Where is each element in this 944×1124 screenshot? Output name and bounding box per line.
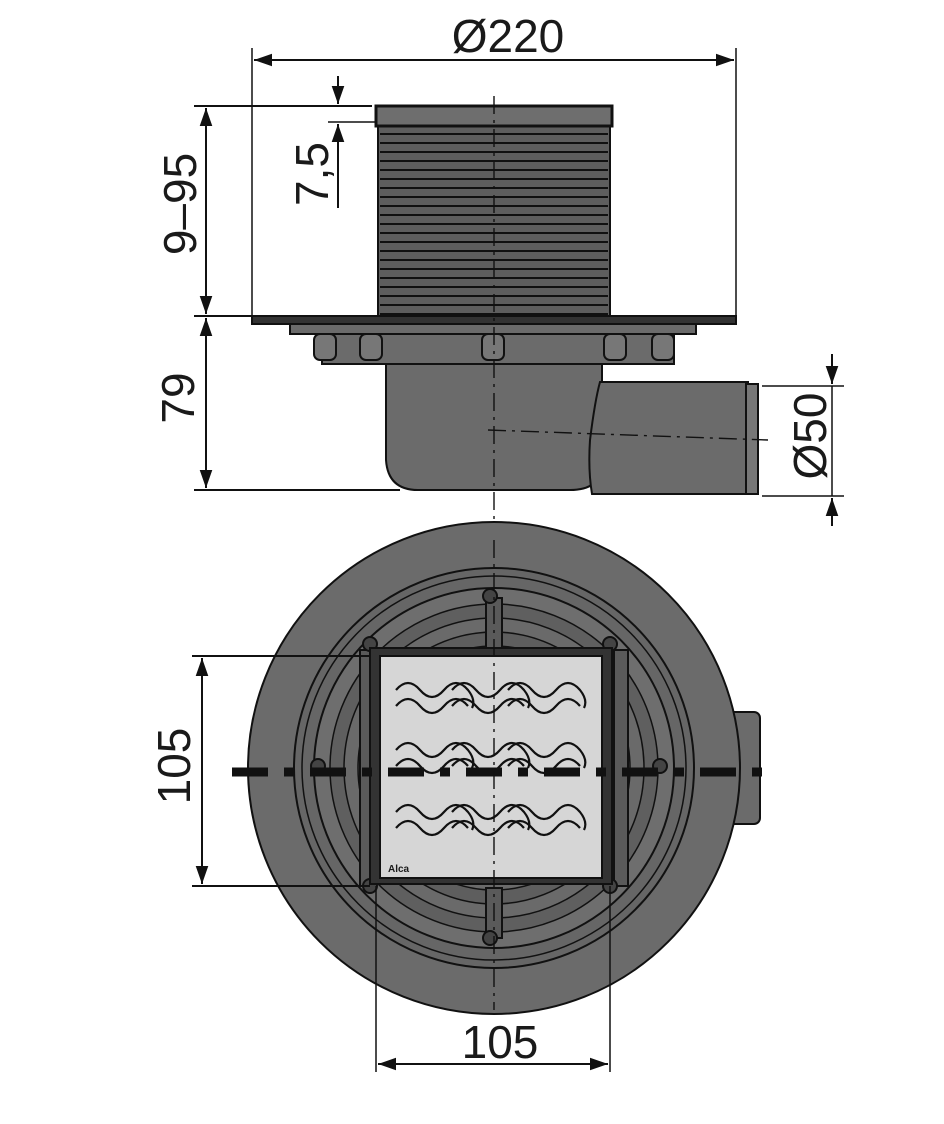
dimension-grate-width: 105 xyxy=(375,886,611,1072)
grate-wave xyxy=(395,681,475,715)
label-overall-diameter: Ø220 xyxy=(452,10,565,62)
dimension-body-height: 79 xyxy=(152,318,400,491)
top-view: Alca xyxy=(232,521,768,1015)
label-body-height: 79 xyxy=(152,372,204,423)
dimension-overall-diameter: Ø220 xyxy=(251,10,737,316)
grate-wave-pattern xyxy=(395,681,587,837)
grate-wave xyxy=(395,803,475,837)
grate-plate xyxy=(379,655,603,879)
clamp-lugs xyxy=(313,333,675,361)
grate-wave xyxy=(395,741,475,775)
dimension-grate-thickness: 7,5 xyxy=(286,76,376,208)
dimension-height-adjustable: 9–95 xyxy=(154,105,372,317)
label-grate-height: 105 xyxy=(148,728,200,805)
label-height-adjustable: 9–95 xyxy=(154,153,206,255)
grate-wave xyxy=(507,803,587,837)
grate-wave xyxy=(451,803,531,837)
dimension-outlet-diameter: Ø50 xyxy=(762,354,844,526)
grate-wave xyxy=(507,681,587,715)
label-outlet-diameter: Ø50 xyxy=(784,393,836,480)
grate-logo: Alca xyxy=(388,864,410,875)
label-grate-thickness: 7,5 xyxy=(286,142,338,206)
outlet-pipe xyxy=(588,381,749,495)
grate-wave xyxy=(451,681,531,715)
dimension-grate-height: 105 xyxy=(148,655,370,887)
label-grate-width: 105 xyxy=(462,1016,539,1068)
side-view xyxy=(251,96,769,530)
flange-lower xyxy=(289,323,697,335)
